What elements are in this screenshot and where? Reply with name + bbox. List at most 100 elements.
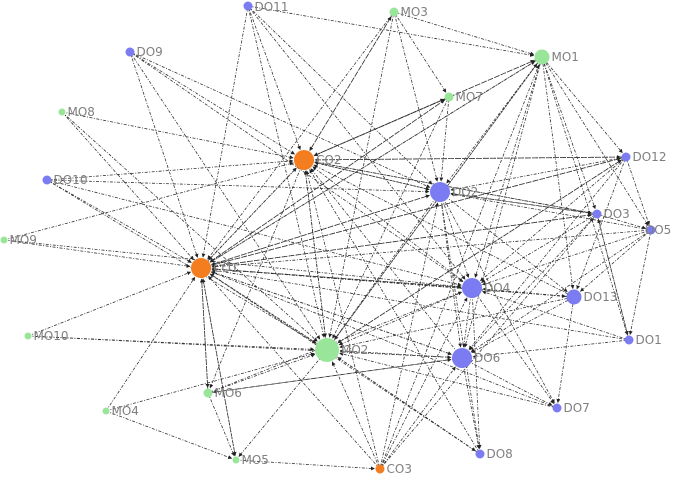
edge-do13-to-do7 <box>556 296 575 403</box>
edge-mo4-to-mo5 <box>105 410 233 460</box>
node-do8[interactable]: DO8 <box>475 447 513 461</box>
node-marker-do6 <box>452 348 472 368</box>
node-do3[interactable]: DO3 <box>592 207 630 221</box>
edge-co1-to-do3 <box>200 213 592 269</box>
node-mo3[interactable]: MO3 <box>389 5 428 19</box>
edge-mo10-to-do6 <box>27 335 452 360</box>
node-co3[interactable]: CO3 <box>375 462 412 476</box>
edge-do4-to-do8 <box>471 287 482 449</box>
edge-mo3-to-mo2 <box>328 11 395 338</box>
node-label-do10: DO10 <box>54 173 88 187</box>
edge-do10-to-co2 <box>46 159 294 181</box>
edge-do13-to-do6 <box>471 296 575 354</box>
edge-do6-to-mo2 <box>339 348 463 359</box>
edge-co3-to-co1 <box>208 275 381 470</box>
node-mo8[interactable]: MO8 <box>58 105 95 119</box>
node-do10[interactable]: DO10 <box>42 173 88 187</box>
edge-do5-to-do13 <box>580 229 652 292</box>
node-do11[interactable]: DO11 <box>243 0 289 14</box>
node-marker-mo4 <box>102 407 110 415</box>
edge-mo6-to-mo5 <box>207 392 235 457</box>
edge-do2-to-do6 <box>439 191 463 348</box>
node-marker-do5 <box>646 225 656 235</box>
edge-do3-to-do4 <box>481 213 598 283</box>
node-do9[interactable]: DO9 <box>125 45 163 59</box>
node-do6[interactable]: DO6 <box>452 348 500 368</box>
node-label-do3: DO3 <box>604 207 630 221</box>
node-marker-mo3 <box>389 7 399 17</box>
node-mo10[interactable]: MO10 <box>24 329 69 343</box>
edge-do5-to-do1 <box>628 229 652 335</box>
edge-mo1-to-do1 <box>541 56 629 336</box>
edge-do8-to-co1 <box>209 273 481 455</box>
node-label-do11: DO11 <box>255 0 289 14</box>
node-do1[interactable]: DO1 <box>624 333 662 347</box>
edge-do1-to-do4 <box>482 290 630 341</box>
edge-do10-to-mo2 <box>46 179 317 344</box>
node-marker-co3 <box>375 464 385 474</box>
edge-do5-to-co1 <box>211 229 652 269</box>
node-marker-mo7 <box>444 92 454 102</box>
node-mo2[interactable]: MO2 <box>315 338 368 362</box>
node-do12[interactable]: DO12 <box>621 150 667 164</box>
edge-do11-to-do4 <box>247 5 466 280</box>
edge-do8-to-co2 <box>309 169 481 455</box>
edge-mo2-to-mo5 <box>238 349 328 457</box>
edge-mo2-to-do12 <box>326 159 622 351</box>
node-label-mo3: MO3 <box>401 5 428 19</box>
edge-do11-to-mo2 <box>247 5 326 338</box>
edge-do11-to-co2 <box>247 5 301 151</box>
edge-mo4-to-co1 <box>105 276 196 412</box>
node-label-mo5: MO5 <box>242 453 269 467</box>
edge-do3-to-do5 <box>596 213 647 230</box>
edge-do12-to-do13 <box>576 156 627 290</box>
node-mo6[interactable]: MO6 <box>203 386 242 400</box>
edge-do13-to-co2 <box>313 164 575 298</box>
edge-do6-to-co2 <box>310 168 463 359</box>
node-do7[interactable]: DO7 <box>552 401 590 415</box>
node-co2[interactable]: CO2 <box>294 150 341 170</box>
node-label-do9: DO9 <box>137 45 163 59</box>
node-do4[interactable]: DO4 <box>462 278 510 298</box>
node-label-co1: CO1 <box>213 261 238 275</box>
node-do2[interactable]: DO2 <box>430 182 478 202</box>
edge-mo3-to-co1 <box>207 11 395 260</box>
node-do13[interactable]: DO13 <box>566 289 618 305</box>
edge-do4-to-mo2 <box>338 287 473 346</box>
node-label-mo8: MO8 <box>68 105 95 119</box>
edge-mo7-to-do2 <box>439 96 450 182</box>
node-marker-mo9 <box>0 236 8 244</box>
edge-do5-to-do6 <box>470 229 652 353</box>
edge-do12-to-do6 <box>468 156 627 350</box>
edge-do5-to-do2 <box>450 192 652 231</box>
node-do5[interactable]: DO5 <box>645 223 671 237</box>
node-marker-mo5 <box>232 456 240 464</box>
edge-mo8-to-co2 <box>61 111 294 160</box>
edge-mo1-to-do13 <box>541 56 575 289</box>
node-co1[interactable]: CO1 <box>191 258 238 278</box>
node-label-do1: DO1 <box>636 333 662 347</box>
node-mo1[interactable]: MO1 <box>534 49 579 65</box>
edge-mo1-to-do12 <box>541 56 623 154</box>
edge-co1-to-do2 <box>200 194 430 269</box>
edge-do6-to-do8 <box>461 357 481 449</box>
node-marker-do2 <box>430 182 450 202</box>
node-label-do4: DO4 <box>484 281 510 295</box>
node-mo9[interactable]: MO9 <box>0 233 37 247</box>
edge-co3-to-do6 <box>379 366 456 470</box>
edge-do5-to-do4 <box>482 229 652 286</box>
edge-do7-to-co1 <box>210 271 558 409</box>
edge-mo3-to-do2 <box>393 11 439 182</box>
node-marker-do11 <box>243 1 253 11</box>
edge-do1-to-do6 <box>472 339 630 359</box>
node-mo4[interactable]: MO4 <box>102 404 139 418</box>
node-mo5[interactable]: MO5 <box>232 453 269 467</box>
node-label-do6: DO6 <box>474 351 500 365</box>
node-mo7[interactable]: MO7 <box>444 90 483 104</box>
node-label-do5: DO5 <box>645 223 671 237</box>
edge-do1-to-co1 <box>211 268 630 341</box>
node-label-do8: DO8 <box>487 447 513 461</box>
edge-co2-to-mo2 <box>303 159 327 338</box>
node-label-mo9: MO9 <box>10 233 37 247</box>
